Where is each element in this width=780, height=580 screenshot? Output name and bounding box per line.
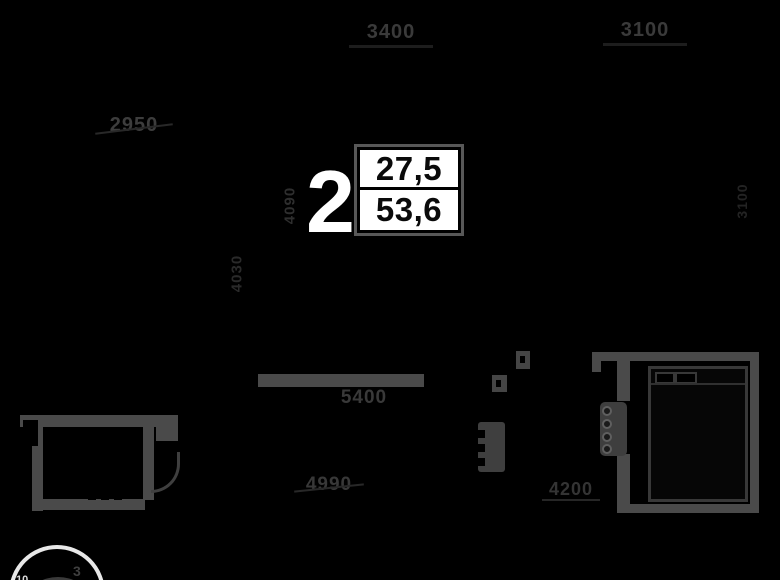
dimension-left-crossed: 2950: [95, 115, 173, 135]
sofa-corner-post: [156, 415, 178, 441]
unit-room-count: 2: [306, 152, 355, 251]
hook-circle-icon: [602, 406, 612, 416]
wall-right-room-bottom: [617, 504, 759, 513]
dimension-top-left-tick: [349, 45, 433, 48]
dimension-right-edge: 3100: [734, 183, 750, 219]
wall-right-room-top-end: [592, 352, 601, 372]
wall-right-room-left-upper: [617, 352, 630, 401]
hook-circle-icon: [602, 432, 612, 442]
wardrobe-notch: [478, 458, 485, 466]
sofa-corner-notch: [23, 420, 38, 446]
sofa-outline-right: [143, 427, 154, 500]
door-swing-arc: [151, 452, 180, 493]
sofa-outline-left: [32, 427, 43, 511]
wall-stub-left: [492, 375, 507, 392]
compass-blob: [29, 577, 87, 580]
wall-middle: [258, 374, 424, 387]
area-box: 27,5 53,6: [354, 144, 464, 236]
dimension-bottom-right-tick: [542, 499, 600, 501]
wall-stub-notch: [520, 356, 525, 363]
dimension-top-left: 3400: [366, 21, 416, 43]
dimension-vertical-lower: 4030: [228, 254, 246, 293]
dimension-top-right-tick: [603, 43, 687, 46]
bed-head-line: [651, 383, 745, 385]
sofa-tick: [88, 494, 96, 500]
wall-stub-right: [516, 351, 530, 369]
wall-stub-notch: [496, 380, 501, 387]
wall-right-room-top: [592, 352, 759, 361]
hook-circle-icon: [602, 419, 612, 429]
wardrobe-block: [478, 422, 505, 472]
dimension-bottom-right: 4200: [548, 479, 594, 499]
double-bed: [648, 366, 748, 502]
wall-right-room-left-lower: [617, 454, 630, 513]
coat-hook-panel: [600, 402, 627, 456]
sofa-outline-bottom: [32, 499, 145, 510]
dimension-middle-wall: 5400: [340, 387, 388, 408]
sofa-tick: [114, 494, 122, 500]
compass-floor-label: 3: [73, 563, 81, 579]
sofa-outline-top: [20, 415, 178, 427]
compass-badge: 3 10: [9, 545, 105, 580]
dimension-bottom-center-wrap: 4990: [294, 475, 364, 494]
sofa-tick: [101, 494, 109, 500]
dimension-vertical-upper: 4090: [281, 186, 299, 225]
wardrobe-notch: [478, 444, 485, 452]
area-lower-value: 53,6: [357, 187, 461, 233]
area-upper-value: 27,5: [357, 147, 461, 190]
wardrobe-notch: [478, 430, 485, 438]
compass-edge-label: 10: [16, 574, 29, 580]
wall-right-room-right: [750, 352, 759, 513]
dimension-top-right: 3100: [620, 19, 670, 41]
hook-circle-icon: [602, 444, 612, 454]
